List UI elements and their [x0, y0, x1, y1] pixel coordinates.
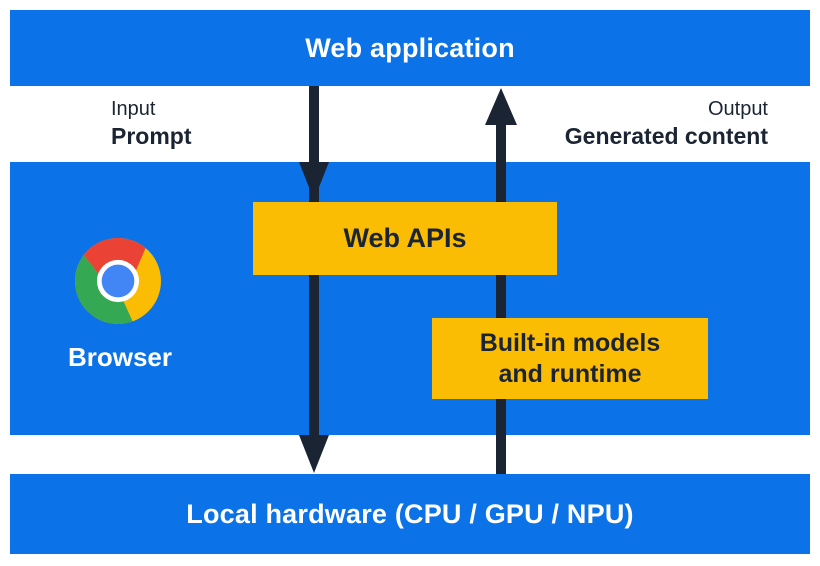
builtin-models-label: Built-in models and runtime	[480, 328, 661, 390]
web-apis-label: Web APIs	[343, 223, 467, 253]
input-label-group: Input Prompt	[111, 96, 192, 150]
chrome-logo-icon	[75, 238, 161, 324]
down-arrowhead-into-web-apis	[299, 162, 329, 200]
web-apis-box: Web APIs	[253, 202, 557, 275]
input-value: Prompt	[111, 123, 192, 149]
input-title: Input	[111, 98, 156, 120]
up-arrowhead-into-web-application	[485, 88, 517, 125]
web-application-bar: Web application	[10, 10, 810, 86]
output-title: Output	[707, 98, 768, 120]
web-application-label: Web application	[305, 32, 515, 63]
up-arrow-line	[496, 122, 506, 474]
down-arrowhead-into-hardware	[299, 435, 329, 473]
builtin-models-line2: and runtime	[498, 359, 642, 388]
local-hardware-bar: Local hardware (CPU / GPU / NPU)	[10, 474, 810, 554]
output-label-group: Output Generated content	[565, 96, 768, 150]
builtin-models-box: Built-in models and runtime	[432, 318, 708, 399]
builtin-models-line1: Built-in models	[479, 328, 661, 357]
local-hardware-label: Local hardware (CPU / GPU / NPU)	[186, 498, 634, 529]
output-value: Generated content	[564, 123, 768, 149]
browser-label: Browser	[67, 342, 173, 372]
